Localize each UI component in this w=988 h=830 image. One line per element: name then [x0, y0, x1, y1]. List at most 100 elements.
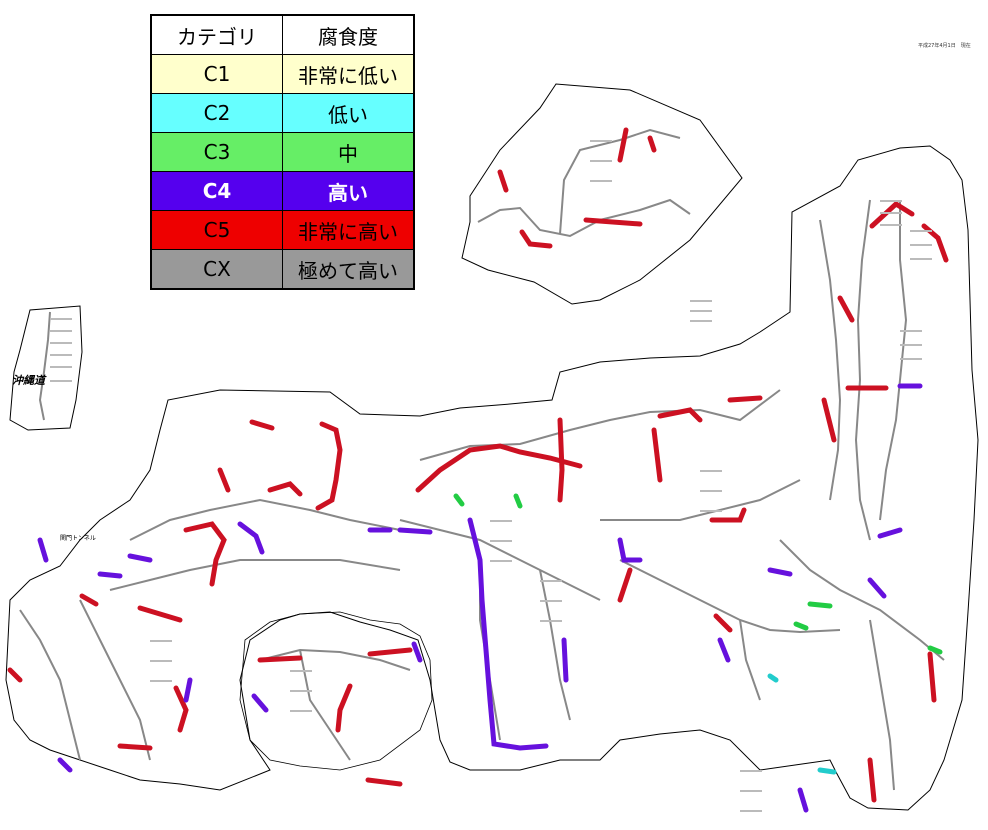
- legend-code: C1: [150, 54, 283, 94]
- station-labels: [50, 140, 932, 812]
- c4-segment: [251, 693, 269, 713]
- c4-segment: [127, 553, 153, 563]
- legend-code: CX: [150, 249, 283, 290]
- c5-segment: [709, 507, 747, 523]
- legend-code: C2: [150, 93, 283, 133]
- c5-segment: [837, 295, 855, 323]
- c5-segment: [821, 397, 837, 443]
- c5-segment: [617, 127, 629, 163]
- c5-segment: [557, 417, 565, 503]
- road-shikoku: [259, 648, 411, 671]
- legend-level: 低い: [282, 93, 415, 133]
- legend-header-corrosion: 腐食度: [282, 14, 415, 55]
- c5-segment: [727, 395, 763, 403]
- c5-segment: [927, 651, 937, 703]
- legend-header-category: カテゴリ: [150, 14, 283, 55]
- mainland-outline: [5, 145, 979, 811]
- c4-segment: [561, 637, 569, 683]
- c5-segment: [217, 467, 231, 493]
- c5-segment: [617, 567, 633, 603]
- c3-segments: [453, 493, 943, 655]
- c4-segment: [797, 787, 809, 813]
- road-chuo: [600, 479, 801, 521]
- c5-segment: [583, 217, 643, 227]
- c5-segment: [497, 169, 509, 193]
- legend-header-row: カテゴリ 腐食度: [150, 14, 415, 55]
- legend-code: C3: [150, 132, 283, 172]
- date-note: 平成27年4月1日 現在: [918, 43, 971, 49]
- road-tokai: [619, 559, 841, 634]
- okinawa-outline: [9, 305, 83, 431]
- legend-row: C3 中: [150, 132, 415, 172]
- legend-row: C5 非常に高い: [150, 210, 415, 250]
- c4-segment: [467, 517, 549, 751]
- road-sanyo: [109, 559, 401, 591]
- c5-segment: [315, 421, 343, 511]
- c4-segment: [877, 527, 903, 539]
- road-boso: [869, 619, 895, 791]
- legend-level: 高い: [282, 171, 415, 211]
- c3-segment: [453, 493, 465, 507]
- road-izu: [739, 619, 761, 701]
- c5-segment: [867, 757, 877, 803]
- c4-segment: [397, 527, 433, 535]
- c4-segment: [717, 637, 731, 663]
- road-tohoku-central: [854, 199, 871, 541]
- road-hokkaido-main: [477, 198, 691, 238]
- road-chugoku: [129, 498, 401, 541]
- c3-segment: [807, 601, 833, 609]
- legend-code: C5: [150, 210, 283, 250]
- legend-row: C1 非常に低い: [150, 54, 415, 94]
- road-kinki-east: [539, 569, 571, 721]
- c4-segment: [37, 537, 49, 563]
- c4-segment: [57, 757, 73, 773]
- legend-code: C4: [150, 171, 283, 211]
- c5-segment: [365, 777, 403, 787]
- c3-segment: [927, 645, 943, 655]
- c5-segment: [651, 427, 663, 483]
- region-outlines: [5, 83, 979, 811]
- c3-segment: [793, 621, 809, 631]
- c4-segment: [617, 537, 643, 563]
- c5-segment: [173, 685, 189, 733]
- c4-segment: [237, 521, 265, 555]
- c2-segment: [767, 673, 779, 683]
- shikoku-outline: [239, 611, 433, 771]
- c5-segment: [249, 419, 275, 431]
- legend-row: C2 低い: [150, 93, 415, 133]
- c5-segment: [117, 743, 153, 751]
- c5-segment: [183, 521, 227, 587]
- c5-segment: [415, 443, 583, 493]
- c4-segment: [867, 577, 887, 599]
- road-kyushu-east: [79, 599, 151, 761]
- c3-segment: [513, 493, 523, 509]
- legend-row: CX 極めて高い: [150, 249, 415, 290]
- road-shikoku-south: [299, 649, 351, 761]
- c5-segments: [7, 127, 949, 803]
- legend-level: 中: [282, 132, 415, 172]
- c5-segment: [519, 229, 553, 249]
- c5-segment: [367, 647, 413, 657]
- road-kanto: [779, 539, 945, 661]
- c4-segments: [37, 383, 923, 813]
- road-kansai: [399, 519, 601, 601]
- c5-segment: [647, 135, 657, 153]
- c5-segment: [335, 683, 353, 733]
- c5-segment: [267, 481, 303, 497]
- c5-segment: [713, 613, 733, 633]
- kanmon-label: 関門トンネル: [60, 535, 96, 542]
- legend-level: 極めて高い: [282, 249, 415, 290]
- c4-segment: [183, 677, 193, 703]
- c4-segment: [97, 571, 123, 579]
- legend-row: C4 高い: [150, 171, 415, 211]
- legend-level: 非常に高い: [282, 210, 415, 250]
- c4-segment: [767, 567, 793, 577]
- c5-segment: [7, 667, 23, 683]
- road-hokkaido-north: [559, 128, 681, 235]
- c5-segment: [79, 593, 99, 607]
- c5-segment: [657, 407, 703, 423]
- road-kyushu: [19, 609, 81, 761]
- corrosion-legend: カテゴリ 腐食度 C1 非常に低い C2 低い C3 中 C4 高い C5 非常…: [150, 14, 415, 290]
- okinawa-label: 沖縄道: [12, 374, 47, 387]
